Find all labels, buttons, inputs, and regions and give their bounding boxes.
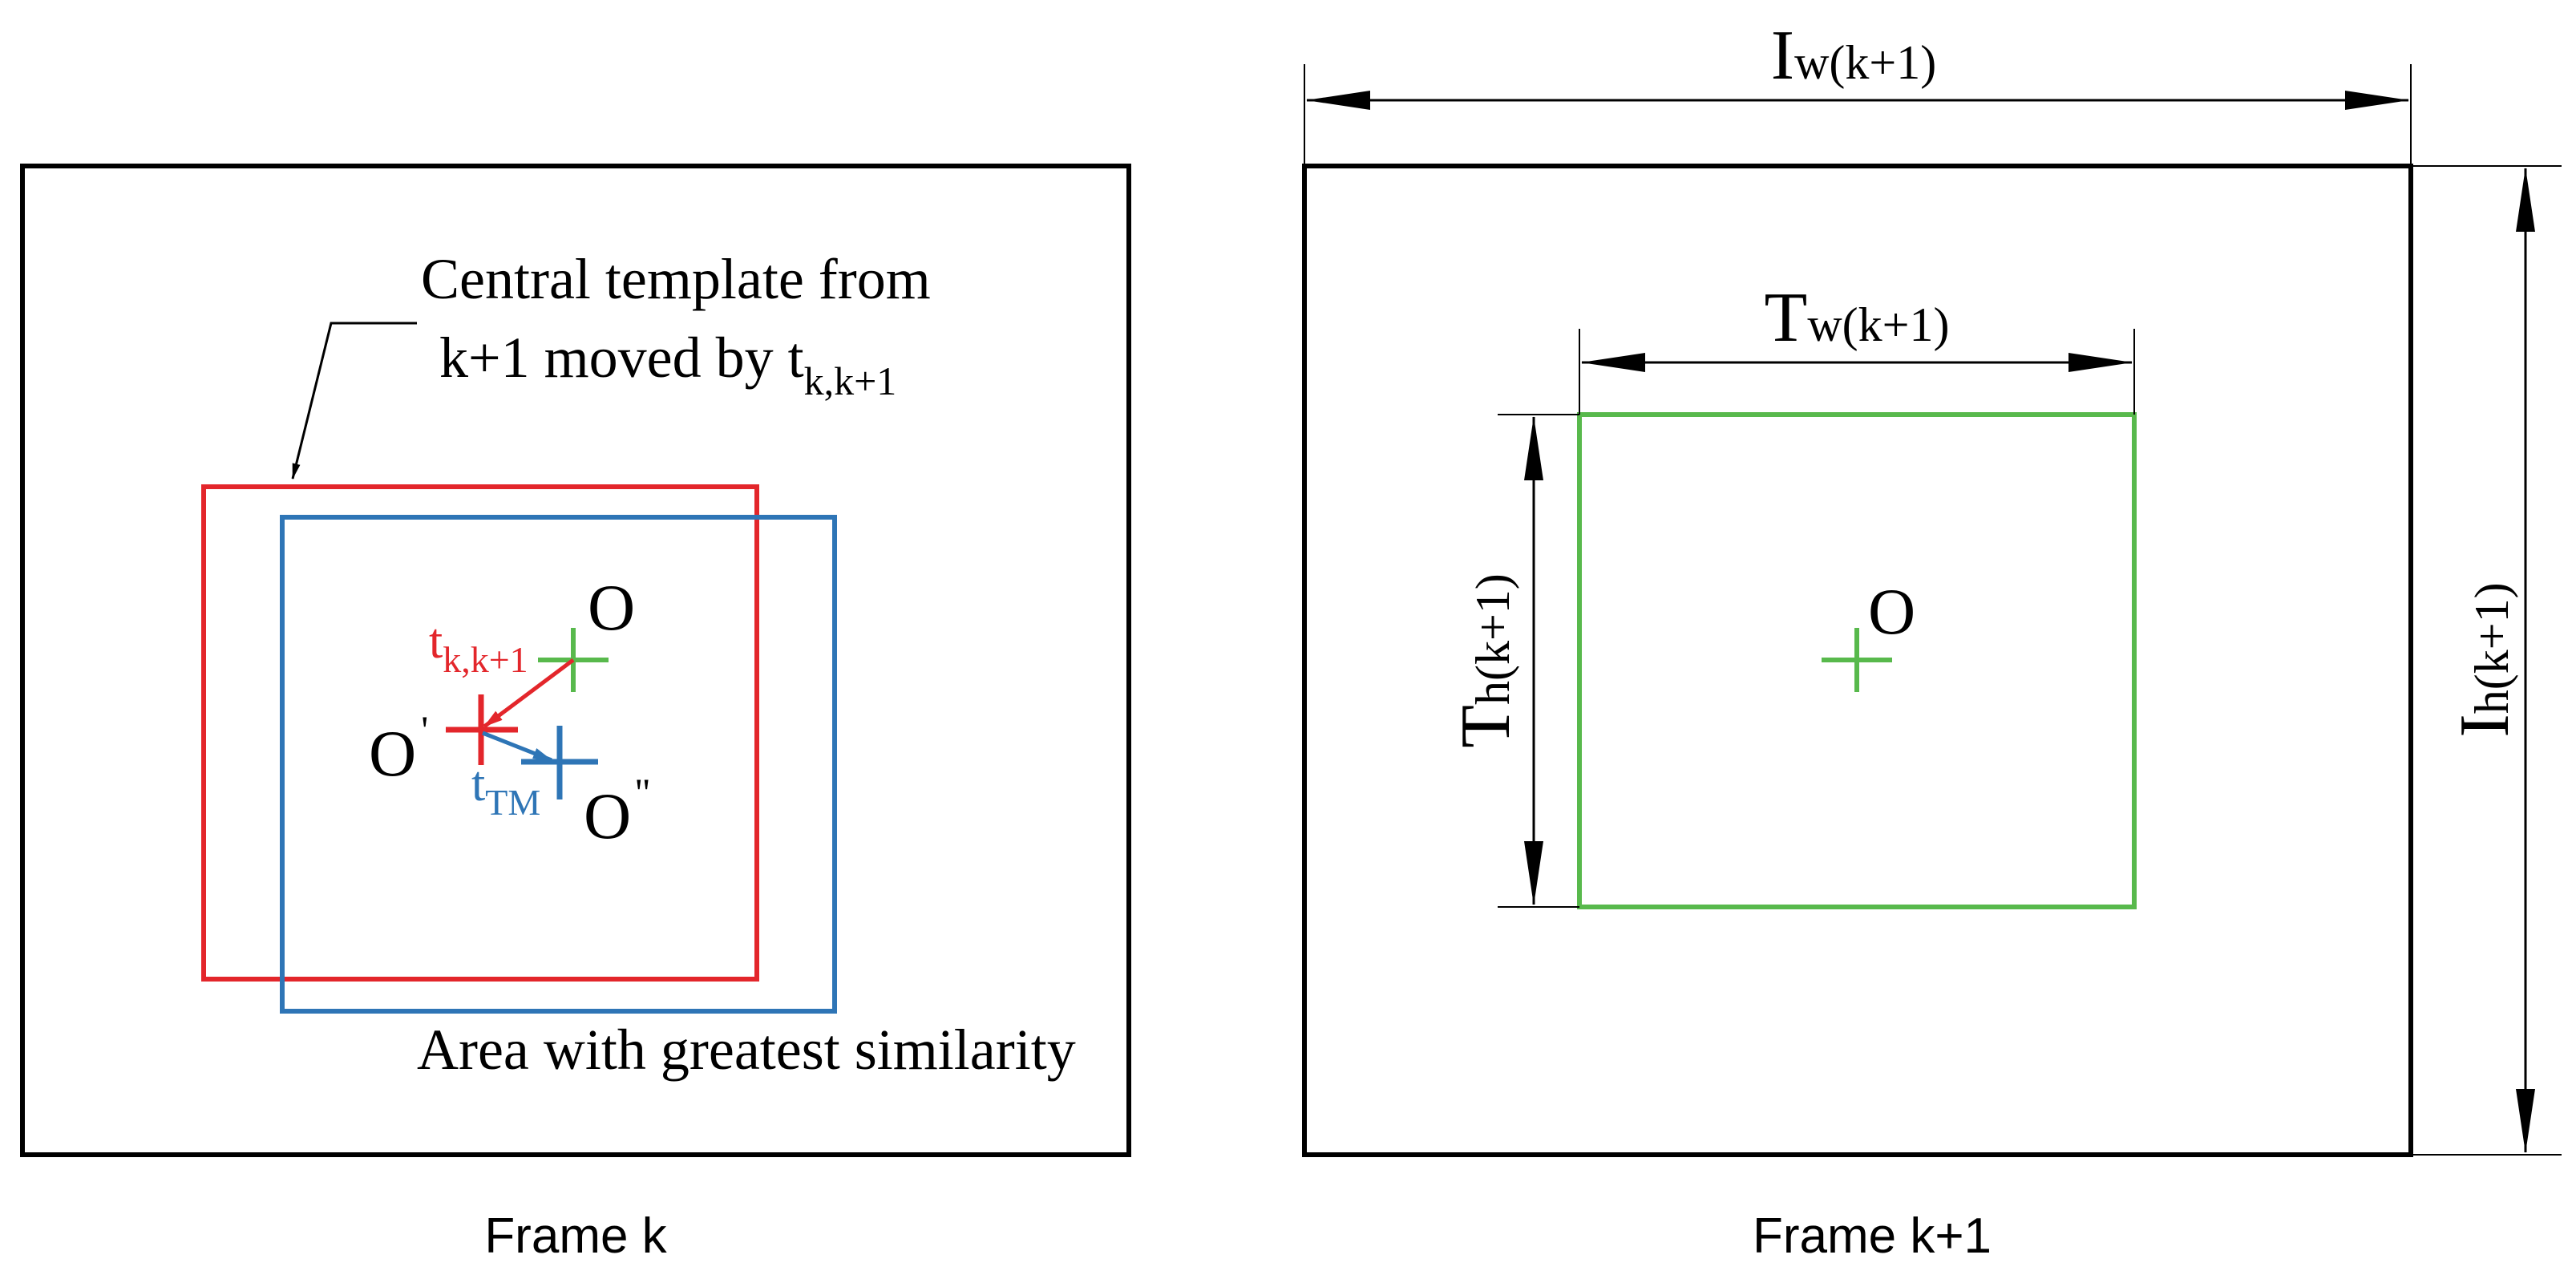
o-prime-marker: [446, 694, 518, 765]
image-height-label: Ih(k+1): [2446, 582, 2524, 737]
translation-vector-label: tk,k+1: [429, 614, 528, 680]
best-match-area-rect: [280, 515, 837, 1014]
o-double-prime-label: O": [584, 770, 651, 852]
template-annotation-line2: k+1 moved by tk,k+1: [439, 326, 896, 403]
image-width-label: Iw(k+1): [1771, 17, 1936, 95]
frame-k-panel: Central template from k+1 moved by tk,k+…: [20, 164, 1131, 1264]
frame-k1-panel: Iw(k+1) Ih(k+1) Tw(k+1) Th(k+1) O Frame …: [1302, 17, 2562, 1264]
moved-template-rect: [201, 484, 759, 982]
central-template-rect: [1577, 412, 2137, 909]
template-annotation-line1: Central template from: [421, 247, 931, 311]
template-center-label: O: [1868, 575, 1915, 648]
frame-k-border: [20, 164, 1131, 1157]
center-o-label: O: [588, 571, 635, 644]
template-width-label: Tw(k+1): [1765, 279, 1950, 357]
template-match-vector-label: tTM: [471, 757, 540, 823]
template-center-marker: [1822, 628, 1892, 692]
o-double-prime-marker: [521, 726, 598, 799]
template-match-vector-arrow: [482, 731, 552, 763]
o-prime-label: O': [369, 707, 428, 790]
frame-k1-border: [1302, 164, 2413, 1157]
translation-vector-arrow: [483, 658, 575, 729]
frame-k1-caption: Frame k+1: [1753, 1208, 1992, 1264]
similarity-annotation: Area with greatest similarity: [417, 1018, 1076, 1082]
template-height-label: Th(k+1): [1447, 573, 1525, 748]
template-leader-line: [291, 322, 417, 480]
frame-k-caption: Frame k: [484, 1208, 667, 1264]
